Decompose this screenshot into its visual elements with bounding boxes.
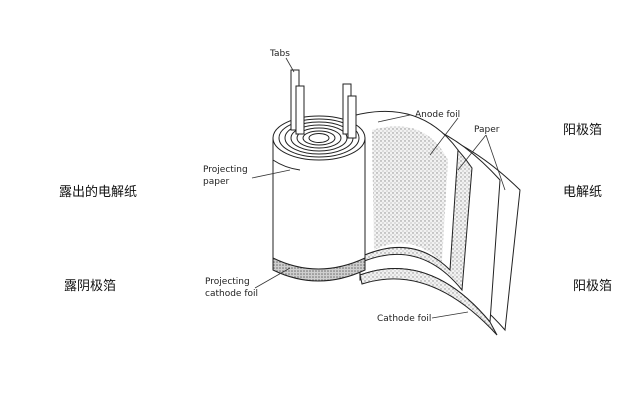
anode-foil-face [372,126,448,262]
label-paper: Paper [474,125,500,135]
label-projecting-cathode-1: Projecting [205,277,250,287]
tab-right [342,83,357,139]
label-projecting-cathode-2: cathode foil [205,289,258,299]
cn-label-cathode-foil: 阳极箔 [573,278,612,294]
tabs [290,69,357,139]
wound-cylinder [272,115,366,282]
label-cathode-foil: Cathode foil [377,314,431,324]
cn-label-exposed-paper: 露出的电解纸 [59,184,137,200]
leader-lines [251,57,506,319]
projecting-cathode-band [272,257,366,282]
unrolled-layers [351,110,521,336]
cn-label-exposed-cathode: 露阴极箔 [64,278,116,294]
cathode-foil-layer [359,268,498,336]
label-projecting-paper-1: Projecting [203,165,248,175]
tab-left [290,69,305,135]
label-projecting-paper-2: paper [203,177,229,187]
cn-label-electrolytic-paper: 电解纸 [563,185,602,200]
label-tabs: Tabs [269,49,290,59]
label-anode-foil: Anode foil [415,110,460,120]
cn-label-anode-foil: 阳极箔 [563,122,602,138]
